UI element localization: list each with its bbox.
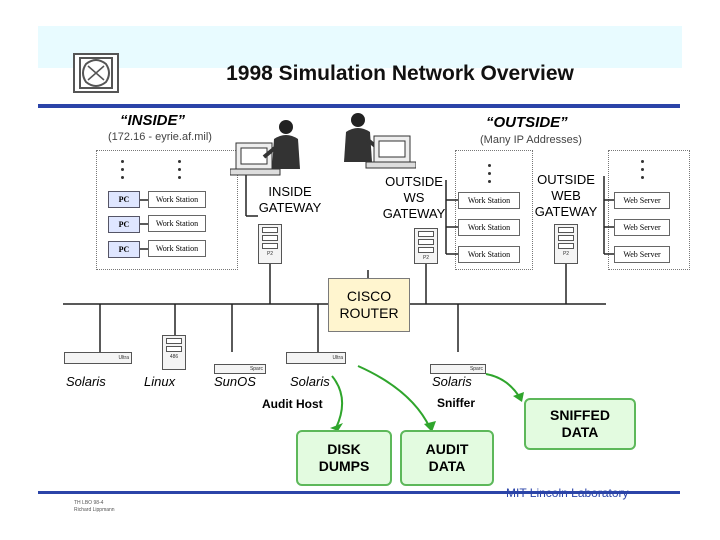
inside-gateway-label: INSIDE GATEWAY [250,184,330,216]
inside-zone-border [96,150,238,270]
outside-web-gateway-line-1: OUTSIDE [537,172,595,187]
outside-ws-gateway-tower-label: P2 [422,255,430,261]
footer-rule [38,491,680,494]
audit-data-line-1: AUDIT [425,441,469,457]
sniffed-data-box: SNIFFED DATA [524,398,636,450]
inside-gateway-tower: P2 [258,224,282,264]
inside-ws-ellipsis [178,160,181,179]
web-server-2: Web Server [614,219,670,236]
host-linux-badge: 486 [169,354,179,360]
outside-ws-zone-border [455,150,533,270]
router-line-1: CISCO [346,288,392,304]
lab-logo [73,53,119,93]
web-server-zone-border [608,150,690,270]
os-label-solaris-1: Solaris [66,374,106,389]
os-label-sunos: SunOS [214,374,256,389]
outside-web-gateway-line-3: GATEWAY [534,204,598,219]
footer-note-line-1: TH LBO 98-4 [74,500,104,506]
inside-workstation-1: Work Station [148,191,206,208]
inside-pc-3: PC [108,241,140,258]
outside-workstation-3: Work Station [458,246,520,263]
audit-data-line-2: DATA [428,458,466,474]
outside-ws-ellipsis [488,164,491,183]
inside-pc-2: PC [108,216,140,233]
router-line-2: ROUTER [339,305,399,321]
disk-dumps-line-2: DUMPS [318,458,370,474]
host-solaris-audit: Ultra [286,352,346,364]
outside-web-gateway-label: OUTSIDE WEB GATEWAY [526,172,606,220]
disk-dumps-box: DISK DUMPS [296,430,392,486]
inside-gateway-line-2: GATEWAY [258,200,322,215]
web-server-3: Web Server [614,246,670,263]
title-rule [38,104,680,108]
outside-web-gateway-tower-label: P2 [562,251,570,257]
inside-workstation-2: Work Station [148,215,206,232]
outside-ws-gateway-label: OUTSIDE WS GATEWAY [374,174,454,222]
outside-workstation-2: Work Station [458,219,520,236]
host-solaris-audit-badge: Ultra [332,355,343,361]
outside-ws-gateway-line-2: WS [403,190,425,205]
os-label-solaris-sniffer: Solaris [432,374,472,389]
outside-ws-gateway-tower: P2 [414,228,438,264]
host-linux-tower: 486 [162,335,186,370]
host-solaris-1: Ultra [64,352,132,364]
host-sunos-badge: Sparc [249,366,263,372]
host-solaris-sniffer-badge: Sparc [469,366,483,372]
outside-workstation-1: Work Station [458,192,520,209]
outside-ws-gateway-line-1: OUTSIDE [385,174,443,189]
footer-note-line-2: Richard Lippmann [74,507,115,513]
disk-dumps-line-1: DISK [327,441,361,457]
host-sunos: Sparc [214,364,266,374]
operator-outside-icon [344,113,416,169]
outside-zone-subtitle: (Many IP Addresses) [480,134,582,146]
inside-zone-label: “INSIDE” [120,112,186,129]
inside-pc-ellipsis [121,160,124,179]
operator-inside-icon [230,120,300,176]
sniffed-data-line-2: DATA [561,424,599,440]
outside-zone-label: “OUTSIDE” [486,114,568,131]
sniffed-data-line-1: SNIFFED [550,407,610,423]
os-label-linux: Linux [144,374,176,389]
outside-web-gateway-tower: P2 [554,224,578,264]
audit-data-box: AUDIT DATA [400,430,494,486]
inside-gateway-line-1: INSIDE [268,184,312,199]
inside-gateway-tower-label: P2 [266,251,274,257]
host-solaris-1-badge: Ultra [118,355,129,361]
host-solaris-sniffer: Sparc [430,364,486,374]
outside-web-gateway-line-2: WEB [551,188,581,203]
inside-zone-subtitle: (172.16 - eyrie.af.mil) [108,131,212,143]
web-server-ellipsis [641,160,644,179]
sniffer-label: Sniffer [437,396,476,410]
web-server-1: Web Server [614,192,670,209]
audit-host-label: Audit Host [262,397,323,411]
organization-label: MIT Lincoln Laboratory [506,486,629,500]
cisco-router: CISCO ROUTER [328,278,410,332]
os-label-solaris-audit: Solaris [290,374,330,389]
page-title: 1998 Simulation Network Overview [226,62,574,85]
outside-ws-gateway-line-3: GATEWAY [382,206,446,221]
inside-workstation-3: Work Station [148,240,206,257]
footer-note: TH LBO 98-4 Richard Lippmann [74,500,115,514]
title-band [38,26,682,68]
inside-pc-1: PC [108,191,140,208]
